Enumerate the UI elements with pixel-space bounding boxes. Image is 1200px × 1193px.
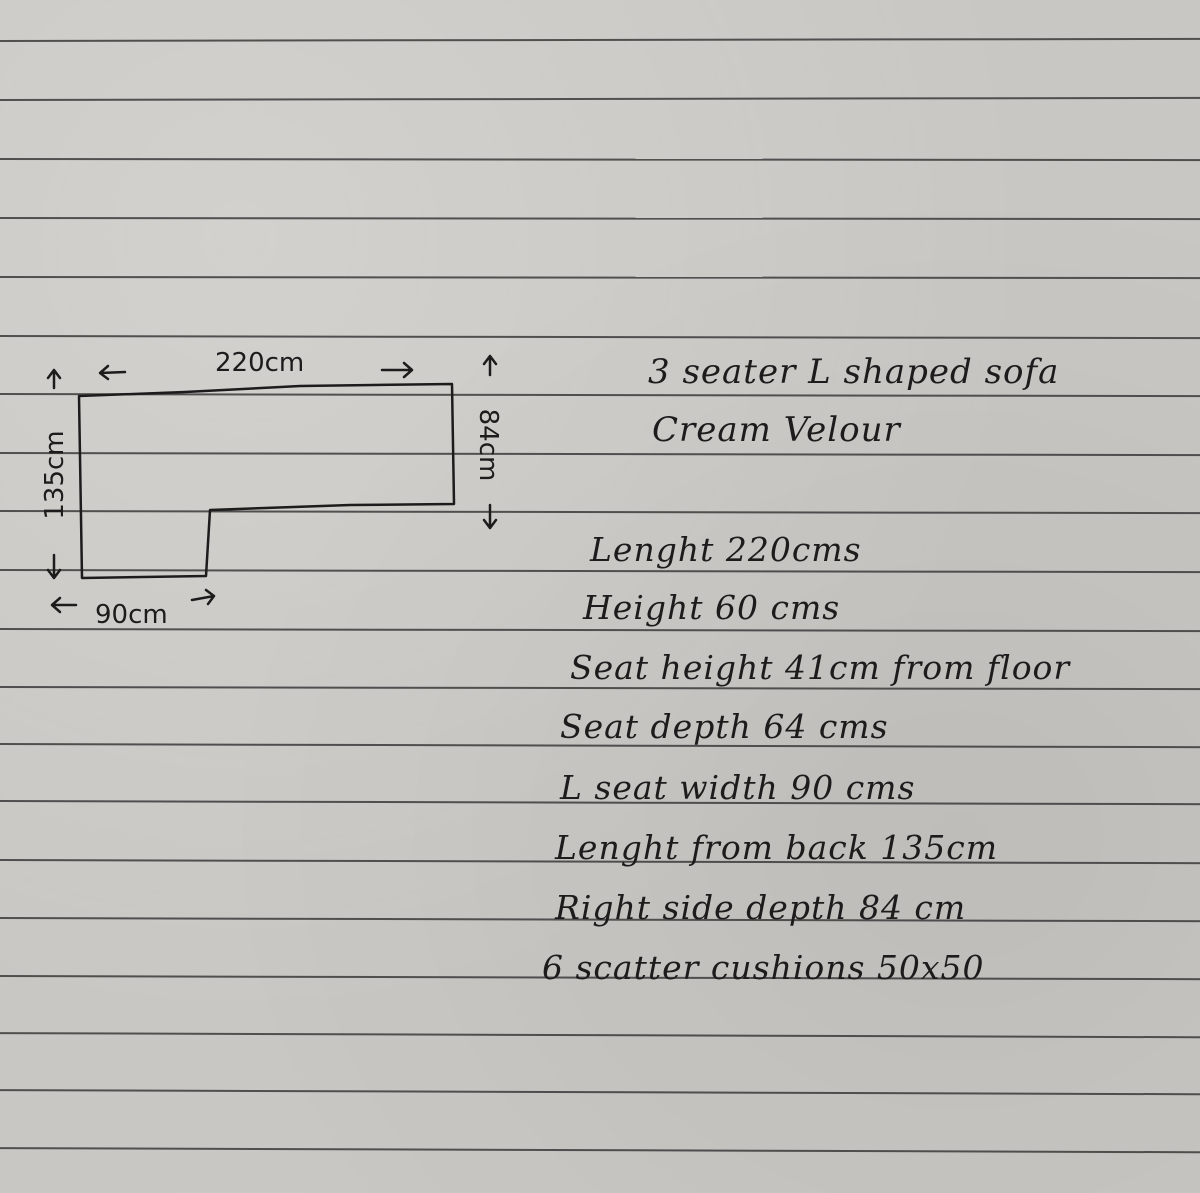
spec-l-seat-width: L seat width 90 cms	[560, 768, 916, 807]
arrow-left-icon	[50, 596, 78, 614]
spec-length: Lenght 220cms	[590, 530, 862, 569]
arrow-right-icon	[190, 588, 216, 606]
arrow-left-icon	[98, 364, 127, 381]
notes-subtitle: Cream Velour	[652, 410, 901, 450]
spec-length-from-back: Lenght from back 135cm	[555, 828, 998, 867]
dimension-top-label: 220cm	[215, 348, 305, 378]
spec-scatter-cushions: 6 scatter cushions 50x50	[542, 948, 985, 987]
arrow-down-icon	[482, 503, 498, 530]
dimension-right-label: 84cm	[473, 408, 503, 482]
spec-seat-height: Seat height 41cm from floor	[570, 648, 1071, 687]
notes-title: 3 seater L shaped sofa	[648, 352, 1060, 392]
arrow-up-icon	[46, 368, 62, 390]
dimension-left-label: 135cm	[40, 430, 70, 520]
spec-seat-depth: Seat depth 64 cms	[560, 707, 889, 746]
arrow-down-icon	[46, 553, 62, 580]
sofa-outline	[77, 382, 456, 580]
arrow-up-icon	[482, 354, 498, 377]
spec-right-side-depth: Right side depth 84 cm	[555, 888, 967, 927]
dimension-bottom-label: 90cm	[95, 600, 168, 630]
arrow-right-icon	[380, 361, 414, 379]
spec-height: Height 60 cms	[583, 588, 841, 627]
